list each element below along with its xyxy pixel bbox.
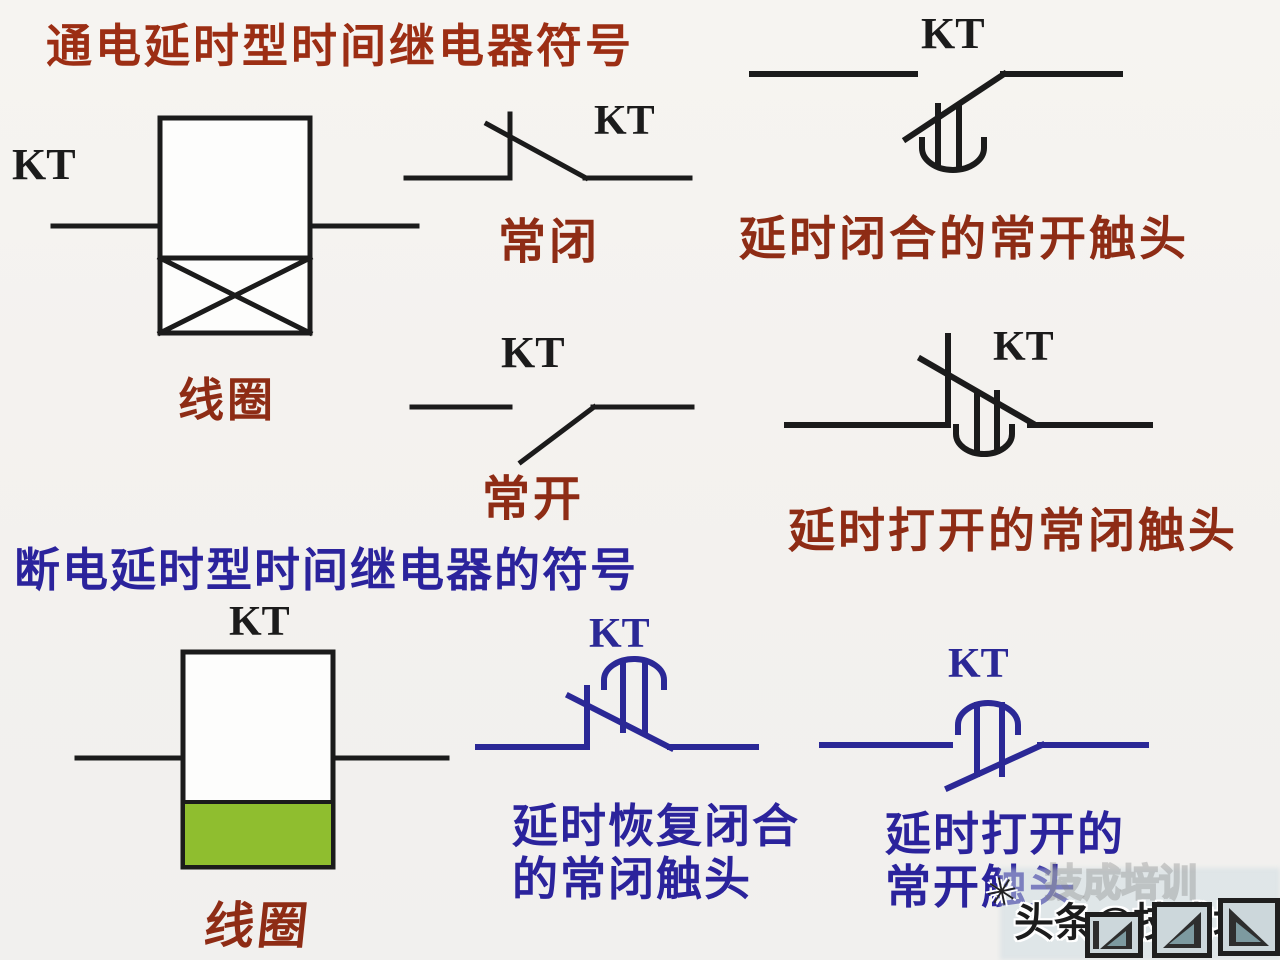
nav-next-button[interactable] — [1218, 898, 1280, 956]
delay-reclose-nc-label-line2: 的常闭触头 — [512, 853, 752, 905]
delay-open-no-contact-symbol — [819, 700, 1149, 792]
delay-umbrella-arc — [955, 700, 1021, 735]
coil2-kt-label: KT — [229, 599, 290, 645]
nav-first-icon — [1093, 921, 1132, 949]
nc-contact-label: 常闭 — [498, 216, 601, 269]
delay-close-no-contact-symbol — [749, 69, 1123, 173]
delay-open-no-kt-label: KT — [948, 641, 1009, 687]
delay-open-no-label-line1: 延时打开的 — [885, 808, 1125, 860]
section1-title: 通电延时型时间继电器符号 — [46, 20, 634, 72]
no-contact-kt-label: KT — [501, 328, 565, 377]
delay-reclose-nc-kt-label: KT — [589, 611, 650, 657]
nc-contact-kt-label: KT — [594, 98, 655, 144]
delay-umbrella-arc — [601, 656, 667, 690]
coil-symbol-off-delay — [74, 649, 450, 870]
delay-cup-arc — [953, 424, 1015, 457]
delay-open-nc-label: 延时打开的常闭触头 — [788, 504, 1238, 557]
delay-cup-arc — [919, 137, 987, 173]
coil-green-fill — [181, 800, 335, 869]
delay-open-nc-contact-symbol — [784, 333, 1153, 457]
nav-next-icon — [1229, 908, 1269, 946]
coil-symbol — [50, 115, 420, 337]
section2-title: 断电延时型时间继电器的符号 — [14, 544, 638, 596]
coil-label: 线圈 — [178, 374, 276, 426]
nc-contact-symbol — [403, 111, 693, 182]
delay-close-no-label: 延时闭合的常开触头 — [739, 212, 1189, 265]
nav-first-button[interactable] — [1085, 912, 1143, 958]
delay-open-nc-kt-label: KT — [993, 324, 1054, 370]
watermark-ghost-text: 技成培训 — [1044, 862, 1198, 906]
coil-kt-label: KT — [12, 140, 76, 189]
coil2-label: 线圈 — [201, 898, 314, 954]
no-contact-symbol — [409, 403, 695, 466]
nav-prev-icon — [1163, 912, 1201, 948]
no-contact-label: 常开 — [482, 473, 585, 526]
nav-prev-button[interactable] — [1152, 902, 1212, 958]
delay-reclose-nc-label-line1: 延时恢复闭合 — [512, 800, 800, 852]
delay-close-no-kt-label: KT — [921, 9, 985, 58]
delay-reclose-nc-contact-symbol — [475, 656, 759, 753]
